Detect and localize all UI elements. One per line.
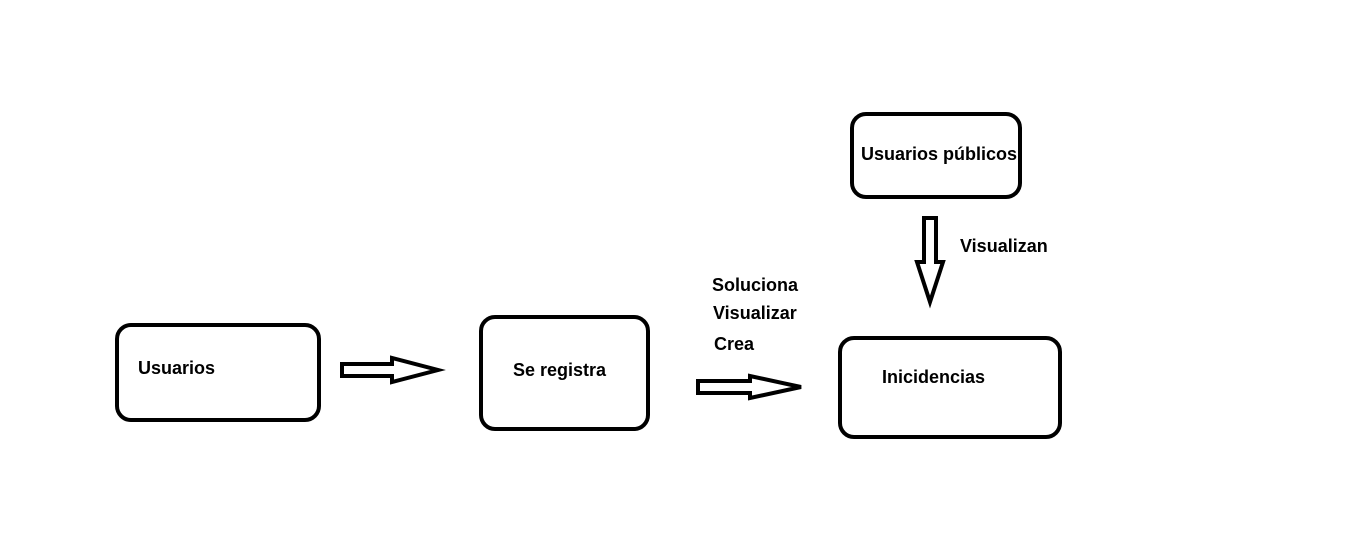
node-usuarios-publicos-label: Usuarios públicos	[861, 144, 1018, 164]
edge-label-crea: Crea	[714, 334, 755, 354]
edge-label-soluciona: Soluciona	[712, 275, 799, 295]
node-incidencias-label: Inicidencias	[882, 367, 986, 387]
node-incidencias	[838, 336, 1062, 439]
arrow-publicos-to-incidencias	[914, 216, 946, 309]
node-se-registra	[479, 315, 650, 431]
node-se-registra-label: Se registra	[513, 360, 607, 380]
node-usuarios-label: Usuarios	[138, 358, 216, 378]
node-usuarios-publicos	[850, 112, 1022, 199]
edge-label-visualizar: Visualizar	[713, 303, 797, 323]
edge-label-visualizan: Visualizan	[960, 236, 1048, 256]
arrow-registra-to-incidencias	[696, 373, 802, 401]
node-usuarios	[115, 323, 321, 422]
arrow-usuarios-to-registra	[340, 355, 446, 385]
